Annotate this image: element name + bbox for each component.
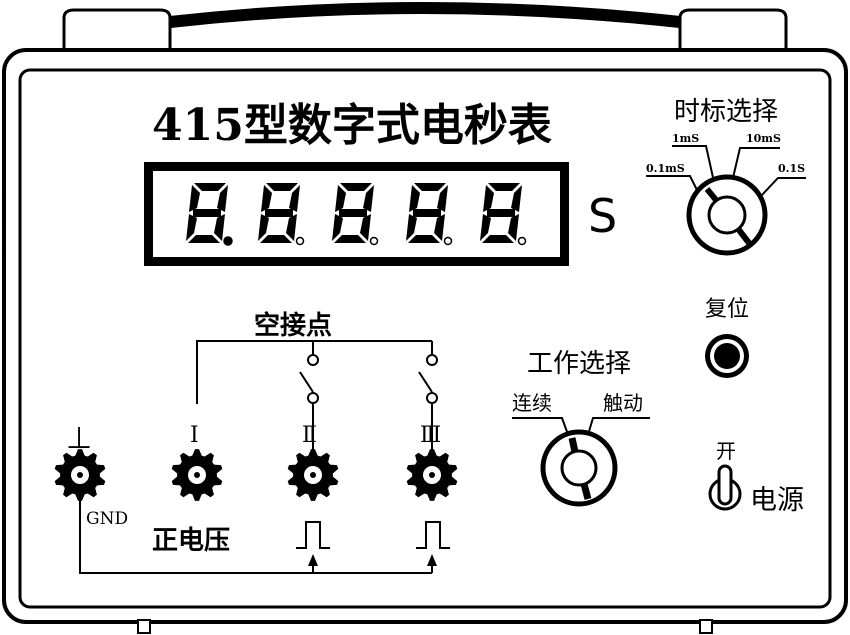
decimal-point — [517, 236, 527, 246]
reset-label: 复位 — [705, 297, 749, 322]
power-toggle-switch[interactable] — [708, 464, 742, 511]
decimal-point — [223, 236, 233, 246]
display-segment — [511, 185, 522, 212]
display-digit-2 — [258, 183, 305, 246]
mode-label: 工作选择 — [527, 349, 631, 379]
terminal-pin — [310, 472, 316, 478]
display-segment — [266, 183, 298, 191]
terminal-group — [54, 449, 458, 501]
timebase-knob[interactable] — [686, 174, 768, 256]
mode-option-trigger: 触动 — [603, 391, 643, 415]
terminal-pin — [194, 472, 200, 478]
display-segment — [408, 235, 440, 243]
display-segment — [508, 214, 519, 241]
display-segment — [406, 214, 417, 241]
display-segment — [363, 185, 374, 212]
device-title: 415型数字式电秒表 — [152, 100, 552, 151]
display-digit-3 — [332, 183, 379, 246]
display-unit-label: S — [588, 189, 617, 243]
display-segment — [434, 214, 445, 241]
display-segment — [186, 214, 197, 241]
display-segment — [261, 185, 272, 212]
display-segment — [335, 185, 346, 212]
display-segment — [194, 183, 226, 191]
terminal-1[interactable] — [171, 449, 223, 501]
display-digit-4 — [406, 183, 453, 246]
display-segment — [482, 235, 514, 243]
display-segment — [437, 185, 448, 212]
pulse-symbols — [296, 521, 450, 549]
wiring-arrows — [308, 554, 437, 566]
display-digit-1 — [186, 183, 233, 246]
terminal-label-3: Ⅲ — [420, 423, 441, 448]
timebase-label: 时标选择 — [674, 97, 778, 127]
case-handle — [62, 2, 788, 55]
terminal-label-2: Ⅱ — [302, 423, 317, 448]
display-segment — [339, 209, 367, 217]
display-segment — [217, 185, 228, 212]
display-segment — [360, 214, 371, 241]
display-segment — [289, 185, 300, 212]
terminal-3[interactable] — [406, 449, 458, 501]
empty-contact-label: 空接点 — [254, 310, 332, 341]
display-segment — [286, 214, 297, 241]
display-segment — [214, 214, 225, 241]
terminal-pin — [77, 472, 83, 478]
display-segment — [188, 235, 220, 243]
display-segment — [488, 183, 520, 191]
terminal-2[interactable] — [287, 449, 339, 501]
gnd-label: GND — [86, 509, 128, 529]
display-segment — [414, 183, 446, 191]
decimal-point — [443, 236, 453, 246]
power-label: 电源 — [750, 485, 804, 516]
display-segment — [258, 214, 269, 241]
timebase-option-01ms: 0.1mS — [646, 162, 685, 175]
positive-voltage-label: 正电压 — [152, 526, 230, 556]
display-segment — [340, 183, 372, 191]
timebase-option-01s: 0.1S — [778, 162, 805, 175]
display-digit-5 — [480, 183, 527, 246]
display-segment — [483, 185, 494, 212]
terminal-pin — [429, 472, 435, 478]
digit-group — [186, 183, 527, 246]
terminal-label-1: I — [190, 423, 199, 448]
gnd-terminal[interactable] — [54, 449, 106, 501]
display-segment — [480, 214, 491, 241]
power-on-label: 开 — [716, 439, 736, 463]
display-segment — [265, 209, 293, 217]
display-segment — [334, 235, 366, 243]
decimal-point — [295, 236, 305, 246]
display-segment — [413, 209, 441, 217]
display-segment — [260, 235, 292, 243]
led-display — [144, 162, 569, 266]
display-segment — [409, 185, 420, 212]
mode-option-continuous: 连续 — [512, 391, 552, 415]
timebase-option-1ms: 1mS — [672, 132, 699, 145]
display-segment — [332, 214, 343, 241]
decimal-point — [369, 236, 379, 246]
display-segment — [189, 185, 200, 212]
mode-knob[interactable] — [540, 429, 618, 507]
display-segment — [193, 209, 221, 217]
contact-wiring — [196, 340, 438, 450]
reset-button[interactable] — [705, 334, 749, 378]
case-feet — [137, 619, 713, 634]
timebase-option-10ms: 10mS — [746, 132, 781, 145]
display-segment — [487, 209, 515, 217]
